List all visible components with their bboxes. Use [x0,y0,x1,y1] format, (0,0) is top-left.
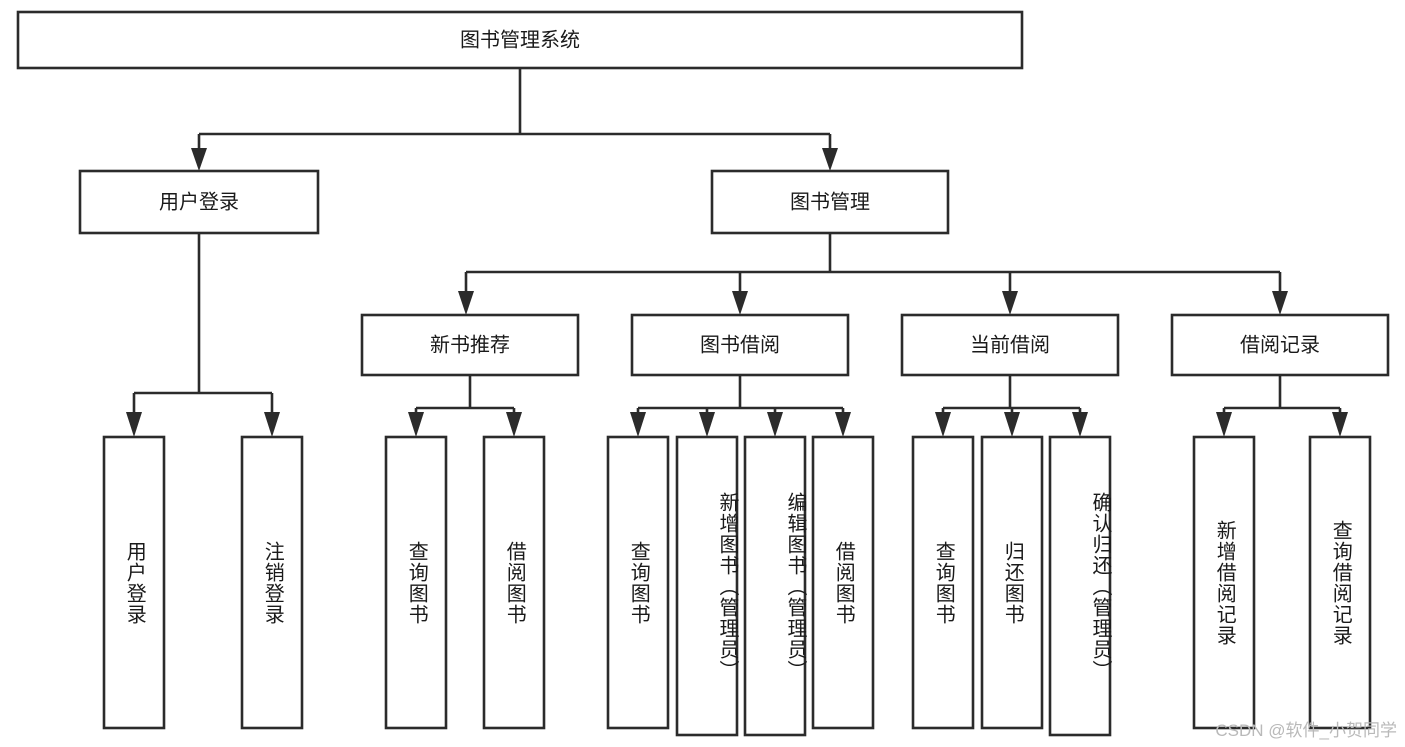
connector-current-borrow-children [935,375,1088,437]
arrow-borrow-borrow-book [835,412,851,437]
node-current-borrow-box[interactable] [900,313,1120,377]
arrow-user-login [191,148,207,171]
arrow-borrow-add-book [699,412,715,437]
node-user-login-box[interactable] [78,169,320,235]
arrow-borrow-record [1272,291,1288,315]
arrow-cur-confirm-return [1072,412,1088,437]
node-new-book-recommend-label: 新书推荐 [430,333,510,356]
arrow-rec-borrow-book [506,412,522,437]
arrow-cur-return-book [1004,412,1020,437]
node-borrow-borrow-book-box[interactable] [811,435,875,730]
node-rec-query-book-box[interactable] [384,435,448,730]
node-user-logout-box[interactable] [240,435,304,730]
arrow-current-borrow [1002,291,1018,315]
node-cur-return-book-box[interactable] [980,435,1044,730]
arrow-rec-add-record [1216,412,1232,437]
node-book-manage-label: 图书管理 [790,190,870,213]
arrow-rec-query-record [1332,412,1348,437]
node-borrow-add-book-box[interactable] [675,435,739,737]
node-cur-confirm-return-box[interactable] [1048,435,1112,737]
arrow-borrow-query-book [630,412,646,437]
node-borrow-record-box[interactable] [1170,313,1390,377]
arrow-borrow-edit-book [767,412,783,437]
arrow-user-logout [264,412,280,437]
node-new-book-recommend-box[interactable] [360,313,580,377]
node-user-login-label: 用户登录 [159,190,239,213]
node-current-borrow-label: 当前借阅 [970,333,1050,356]
node-rec-query-record-box[interactable] [1308,435,1372,730]
node-borrow-record-label: 借阅记录 [1240,333,1320,356]
arrow-book-borrow [732,291,748,315]
node-cur-query-book-box[interactable] [911,435,975,730]
arrow-user-login-do [126,412,142,437]
csdn-watermark: CSDN @软件_小贺同学 [1215,721,1397,740]
arrow-rec-query-book [408,412,424,437]
arrow-cur-query-book [935,412,951,437]
node-book-borrow-box[interactable] [630,313,850,377]
node-rec-add-record-box[interactable] [1192,435,1256,730]
connector-new-book-recommend-children [408,375,522,437]
arrow-new-book-recommend [458,291,474,315]
node-borrow-query-book-box[interactable] [606,435,670,730]
node-user-login-do-box[interactable] [102,435,166,730]
arrow-book-manage [822,148,838,171]
node-root-label: 图书管理系统 [460,28,580,51]
node-book-borrow-label: 图书借阅 [700,333,780,356]
connector-user-login-children [126,233,280,437]
connector-book-borrow-children [630,375,851,437]
node-root-box[interactable] [16,10,1024,70]
node-rec-borrow-book-box[interactable] [482,435,546,730]
connector-root-to-level2 [191,68,838,171]
node-borrow-edit-book-box[interactable] [743,435,807,737]
node-book-manage-box[interactable] [710,169,950,235]
connector-borrow-record-children [1216,375,1348,437]
connector-book-manage-children [458,233,1288,315]
